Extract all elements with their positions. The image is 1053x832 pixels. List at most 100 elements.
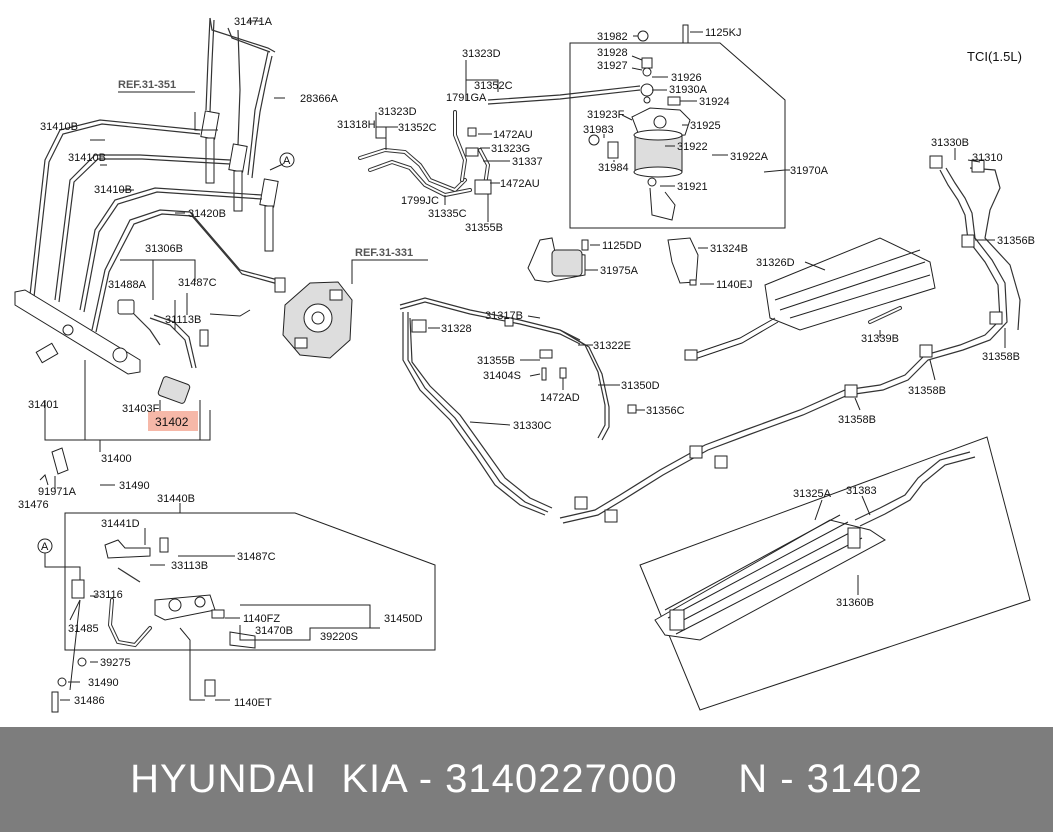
callout-31926[interactable]: 31926 xyxy=(671,72,702,84)
footer-part-number: 3140227000 xyxy=(445,757,678,801)
callout-31490-1[interactable]: 31490 xyxy=(119,480,150,492)
callout-39220S[interactable]: 39220S xyxy=(320,631,358,643)
callout-31420B[interactable]: 31420B xyxy=(188,208,226,220)
callout-31975A[interactable]: 31975A xyxy=(600,265,639,277)
callout-31450D[interactable]: 31450D xyxy=(384,613,423,625)
callout-31924[interactable]: 31924 xyxy=(699,96,730,108)
callout-31923F[interactable]: 31923F xyxy=(587,109,625,121)
highlight-31402-box xyxy=(148,411,198,431)
callout-31350D[interactable]: 31350D xyxy=(621,380,660,392)
callout-31325A[interactable]: 31325A xyxy=(793,488,832,500)
callout-31328[interactable]: 31328 xyxy=(441,323,472,335)
callout-31401[interactable]: 31401 xyxy=(28,399,59,411)
callout-31352C-2[interactable]: 31352C xyxy=(398,122,437,134)
callout-1472AD[interactable]: 1472AD xyxy=(540,392,580,404)
callout-1140ET[interactable]: 1140ET xyxy=(234,697,272,709)
callout-31317B[interactable]: 31317B xyxy=(485,310,523,322)
callout-31352C-1[interactable]: 31352C xyxy=(474,80,513,92)
callout-31485[interactable]: 31485 xyxy=(68,623,99,635)
callout-1472AU-2[interactable]: 1472AU xyxy=(500,178,540,190)
callout-31322E[interactable]: 31322E xyxy=(593,340,631,352)
callout-31337[interactable]: 31337 xyxy=(512,156,543,168)
fuel-line-tray xyxy=(684,237,936,361)
callout-31487C-1[interactable]: 31487C xyxy=(178,277,217,289)
callout-31970A[interactable]: 31970A xyxy=(790,165,829,177)
callout-1799JC[interactable]: 1799JC xyxy=(401,195,439,207)
callout-31383[interactable]: 31383 xyxy=(846,485,877,497)
callout-A-2: A xyxy=(41,541,49,553)
callout-31410B-3[interactable]: 31410B xyxy=(94,184,132,196)
callout-31335C[interactable]: 31335C xyxy=(428,208,467,220)
callout-31410B-2[interactable]: 31410B xyxy=(68,152,106,164)
callout-1125KJ[interactable]: 1125KJ xyxy=(705,27,742,39)
part-number-footer: HYUNDAI KIA - 3140227000 N - 31402 xyxy=(0,727,1053,832)
callout-1472AU-1[interactable]: 1472AU xyxy=(493,129,533,141)
callout-31410B-1[interactable]: 31410B xyxy=(40,121,78,133)
callout-31324B[interactable]: 31324B xyxy=(710,243,748,255)
callout-31326D[interactable]: 31326D xyxy=(756,257,795,269)
callout-31925[interactable]: 31925 xyxy=(690,120,721,132)
ref-31-331: REF.31-331 xyxy=(355,247,413,259)
footer-gap xyxy=(678,757,739,801)
callout-28366A[interactable]: 28366A xyxy=(300,93,339,105)
callout-31330B-1[interactable]: 31330B xyxy=(931,137,969,149)
callout-31310[interactable]: 31310 xyxy=(972,152,1003,164)
fuel-filter-assembly xyxy=(569,24,790,229)
callout-31928[interactable]: 31928 xyxy=(597,47,628,59)
callout-31984[interactable]: 31984 xyxy=(598,162,629,174)
callout-31922[interactable]: 31922 xyxy=(677,141,708,153)
callout-31358B-3[interactable]: 31358B xyxy=(838,414,876,426)
callout-31330C[interactable]: 31330C xyxy=(513,420,552,432)
callout-31983[interactable]: 31983 xyxy=(583,124,614,136)
injector-rail-assembly xyxy=(14,17,428,490)
callout-31356C[interactable]: 31356C xyxy=(646,405,685,417)
callout-31930A[interactable]: 31930A xyxy=(669,84,708,96)
callout-31360B[interactable]: 31360B xyxy=(836,597,874,609)
callout-31403F[interactable]: 31403F xyxy=(122,403,160,415)
callout-31490-2[interactable]: 31490 xyxy=(88,677,119,689)
callout-31921[interactable]: 31921 xyxy=(677,181,708,193)
callout-31922A[interactable]: 31922A xyxy=(730,151,769,163)
callout-33113B[interactable]: 33113B xyxy=(171,560,208,572)
callout-31400[interactable]: 31400 xyxy=(101,453,132,465)
callout-31306B[interactable]: 31306B xyxy=(145,243,183,255)
callout-33116[interactable]: 33116 xyxy=(93,589,123,601)
callout-31356B[interactable]: 31356B xyxy=(997,235,1035,247)
callout-31323G[interactable]: 31323G xyxy=(491,143,530,155)
callout-31486[interactable]: 31486 xyxy=(74,695,105,707)
callout-31470B[interactable]: 31470B xyxy=(255,625,293,637)
callout-31323D-1[interactable]: 31323D xyxy=(462,48,501,60)
callout-1125DD[interactable]: 1125DD xyxy=(602,240,642,252)
callout-31339B[interactable]: 31339B xyxy=(861,333,899,345)
callout-A-1: A xyxy=(283,155,291,167)
callout-31487C-2[interactable]: 31487C xyxy=(237,551,276,563)
callout-31355B-2[interactable]: 31355B xyxy=(477,355,515,367)
callout-31323D-2[interactable]: 31323D xyxy=(378,106,417,118)
ref-31-351: REF.31-351 xyxy=(118,79,176,91)
callout-31471A[interactable]: 31471A xyxy=(234,16,273,28)
callout-31358B-1[interactable]: 31358B xyxy=(982,351,1020,363)
callout-31318H[interactable]: 31318H xyxy=(337,119,376,131)
callout-31113B-1[interactable]: 31113B xyxy=(165,314,201,326)
callout-31982[interactable]: 31982 xyxy=(597,31,628,43)
filter-bracket-group xyxy=(527,237,714,286)
callout-91971A[interactable]: 91971A xyxy=(38,486,77,498)
callout-31476[interactable]: 31476 xyxy=(18,499,49,511)
callout-31488A[interactable]: 31488A xyxy=(108,279,147,291)
callout-31404S[interactable]: 31404S xyxy=(483,370,521,382)
callout-1140EJ[interactable]: 1140EJ xyxy=(716,279,753,291)
callout-1140FZ[interactable]: 1140FZ xyxy=(243,613,280,625)
highlight-31402-label[interactable]: 31402 xyxy=(155,415,189,429)
callout-31440B[interactable]: 31440B xyxy=(157,493,195,505)
footer-sep-1: - xyxy=(406,757,446,801)
callout-1791GA[interactable]: 1791GA xyxy=(446,92,487,104)
callout-39275[interactable]: 39275 xyxy=(100,657,131,669)
callout-31358B-2[interactable]: 31358B xyxy=(908,385,946,397)
fuel-return-assembly xyxy=(51,503,436,713)
callout-31927[interactable]: 31927 xyxy=(597,60,628,72)
fuel-hose-group xyxy=(358,60,641,222)
engine-variant-label: TCI(1.5L) xyxy=(967,49,1022,64)
callout-31355B-1[interactable]: 31355B xyxy=(465,222,503,234)
callout-31441D[interactable]: 31441D xyxy=(101,518,140,530)
circle-a-marker-1 xyxy=(279,152,295,168)
